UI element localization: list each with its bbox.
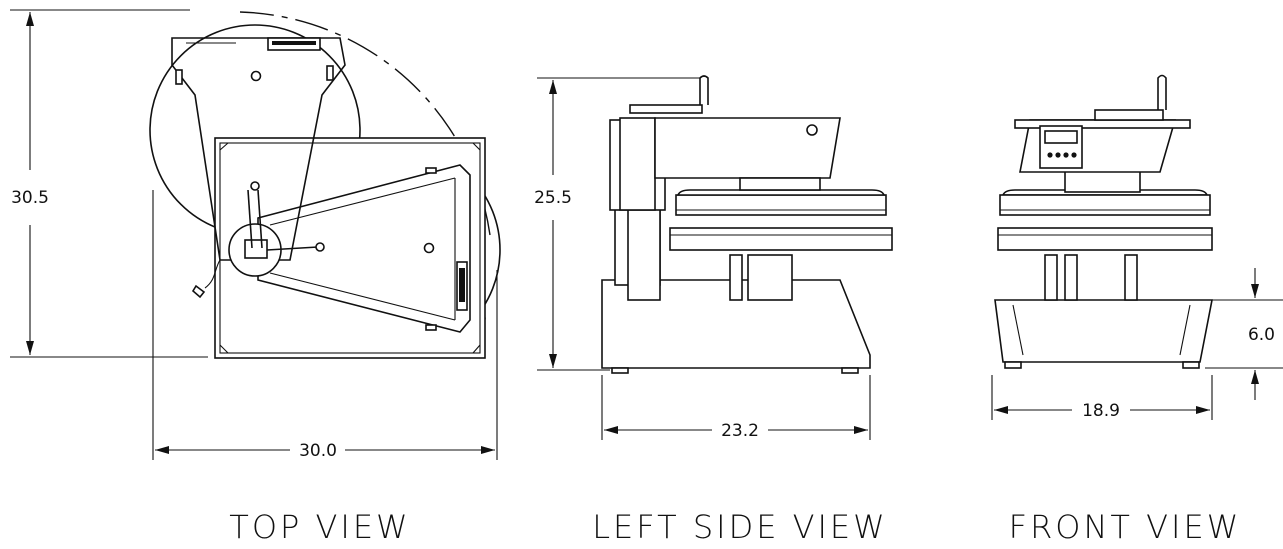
front-view-base-height-label: 6.0	[1248, 325, 1275, 345]
left-side-width-dimension: 23.2	[601, 375, 871, 441]
top-view-width-dimension: 30.0	[152, 190, 498, 461]
top-view-width-label: 30.0	[299, 441, 337, 461]
top-view-title: TOP VIEW	[229, 508, 410, 546]
left-side-width-label: 23.2	[721, 421, 759, 441]
front-view-title: FRONT VIEW	[1009, 508, 1242, 546]
front-view-width-dimension: 18.9	[991, 375, 1213, 421]
left-side-view-title: LEFT SIDE VIEW	[592, 508, 888, 546]
top-view-height-dimension: 30.5	[10, 9, 208, 358]
front-view-width-label: 18.9	[1082, 401, 1120, 421]
top-view-height-label: 30.5	[11, 188, 49, 208]
front-view-base-height-dimension: 6.0	[1205, 268, 1283, 400]
left-side-height-dimension: 25.5	[534, 77, 700, 371]
left-side-height-label: 25.5	[534, 188, 572, 208]
left-side-view: 25.5 23.2	[534, 75, 893, 441]
top-view: 30.5 30.0	[10, 9, 501, 461]
front-view: 18.9 6.0	[991, 74, 1283, 421]
